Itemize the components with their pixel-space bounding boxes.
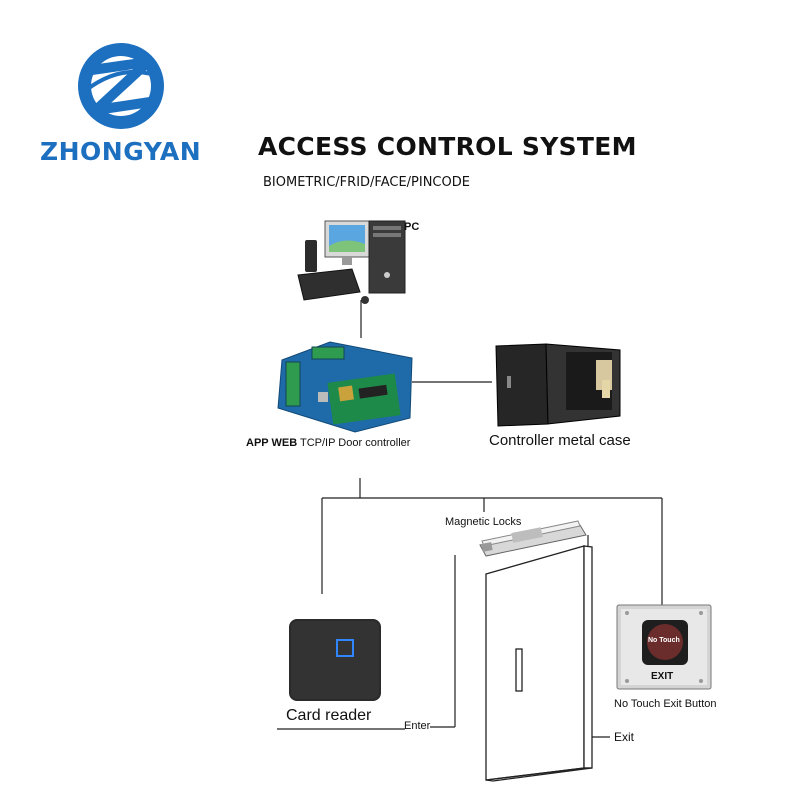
exit-button-icon	[616, 604, 712, 690]
zhongyan-logo-icon	[78, 43, 164, 129]
magnetic-lock-label: Magnetic Locks	[445, 516, 522, 528]
exit-button-label: No Touch Exit Button	[614, 698, 717, 710]
exit-button-plate-text: EXIT	[651, 671, 674, 682]
metal-case-icon	[495, 343, 621, 427]
exit-label: Exit	[614, 730, 635, 744]
pc-icon	[297, 220, 406, 304]
page-title: ACCESS CONTROL SYSTEM	[258, 132, 637, 161]
card-reader-label: Card reader	[286, 707, 372, 724]
controller-label-bold: APP WEB	[246, 437, 298, 449]
brand-name: ZHONGYAN	[40, 137, 202, 166]
card-reader-icon	[289, 619, 381, 701]
controller-board-icon	[277, 341, 413, 433]
magnetic-lock-icon	[479, 520, 587, 557]
pc-label: PC	[404, 221, 420, 233]
controller-label-rest: TCP/IP Door controller	[297, 437, 411, 449]
metal-case-label: Controller metal case	[489, 432, 631, 449]
door-icon	[485, 545, 593, 782]
page-subtitle: BIOMETRIC/FRID/FACE/PINCODE	[263, 175, 470, 190]
controller-label: APP WEB TCP/IP Door controller	[246, 437, 410, 449]
exit-button-face-text: No Touch	[648, 637, 680, 644]
enter-label: Enter	[404, 720, 431, 732]
